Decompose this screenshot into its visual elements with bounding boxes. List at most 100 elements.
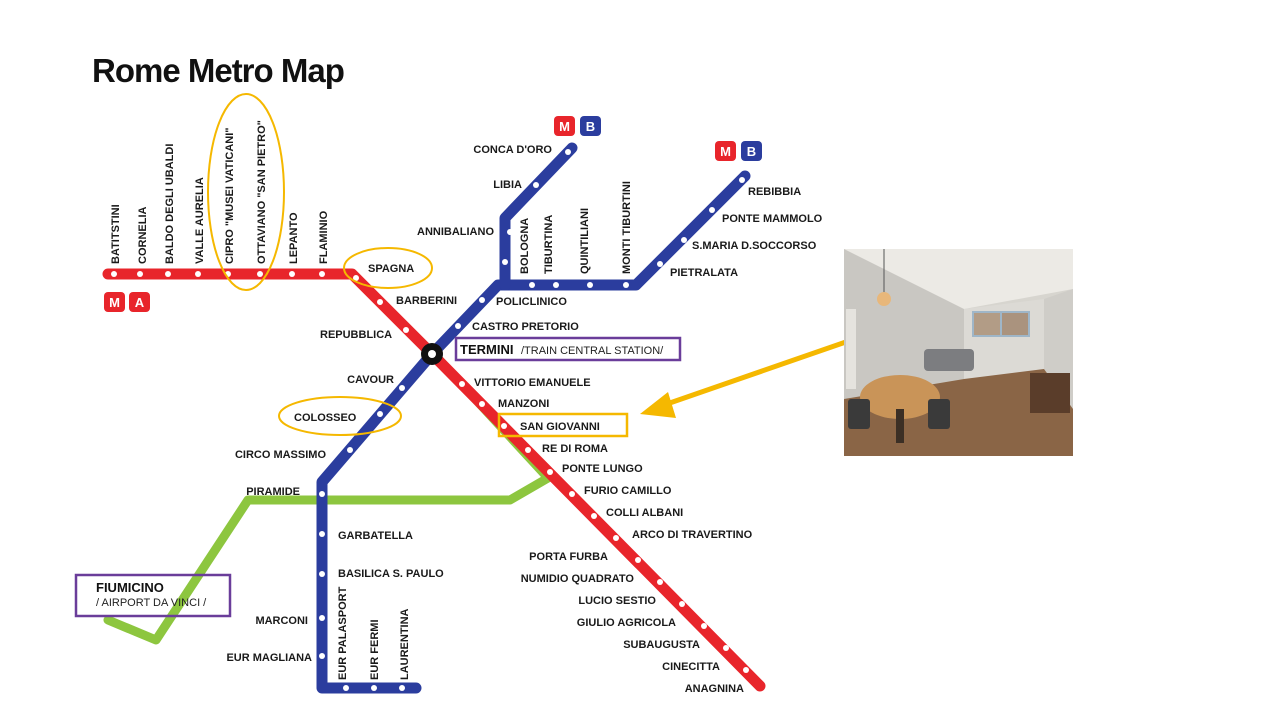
- station-label: QUINTILIANI: [579, 208, 591, 274]
- station-label: CAVOUR: [347, 374, 394, 386]
- line-a-vertical-labels: BATITSTINI CORNELIA BALDO DEGLI UBALDI V…: [110, 120, 330, 264]
- station-dot: [319, 491, 325, 497]
- line-b-branch-track: [499, 142, 578, 291]
- termini-interchange-inner: [428, 350, 436, 358]
- station-dot: [587, 282, 593, 288]
- station-label: POLICLINICO: [496, 296, 567, 308]
- station-dot: [111, 271, 117, 277]
- station-dot: [553, 282, 559, 288]
- station-label: LUCIO SESTIO: [578, 595, 656, 607]
- station-label: LIBIA: [493, 179, 522, 191]
- station-dot: [371, 685, 377, 691]
- station-label: CONCA D'ORO: [473, 144, 552, 156]
- station-label: ANAGNINA: [685, 683, 744, 695]
- station-dot: [623, 282, 629, 288]
- svg-text:M: M: [559, 119, 570, 134]
- station-label: NUMIDIO QUADRATO: [521, 573, 635, 585]
- station-dot: [377, 411, 383, 417]
- station-label: PONTE MAMMOLO: [722, 213, 823, 225]
- station-label: GIULIO AGRICOLA: [577, 617, 676, 629]
- station-dot: [319, 271, 325, 277]
- station-label: COLLI ALBANI: [606, 507, 683, 519]
- station-dot: [353, 275, 359, 281]
- station-dot: [195, 271, 201, 277]
- station-dot: [569, 491, 575, 497]
- station-label: CASTRO PRETORIO: [472, 321, 579, 333]
- station-dot: [479, 297, 485, 303]
- fiumicino-highlight-box: [74, 573, 232, 618]
- station-dot: [657, 261, 663, 267]
- line-a-labels: SPAGNA BARBERINI REPUBBLICA VITTORIO EMA…: [320, 263, 753, 695]
- station-dot: [591, 513, 597, 519]
- station-label: LEPANTO: [288, 212, 300, 264]
- station-dot: [257, 271, 263, 277]
- station-dot: [701, 623, 707, 629]
- svg-text:A: A: [135, 295, 145, 310]
- apartment-photo: [844, 249, 1073, 456]
- line-b-branch-badge: M B: [554, 116, 601, 136]
- station-label: PONTE LUNGO: [562, 463, 643, 475]
- svg-text:B: B: [747, 144, 756, 159]
- page-title: Rome Metro Map: [92, 52, 345, 89]
- termini-label: TERMINI: [460, 342, 513, 357]
- station-dot: [399, 685, 405, 691]
- station-label: SUBAUGUSTA: [623, 639, 700, 651]
- station-label: OTTAVIANO "SAN PIETRO": [256, 120, 268, 264]
- station-label: EUR FERMI: [369, 620, 381, 681]
- station-label: CIPRO "MUSEI VATICANI": [224, 127, 236, 264]
- station-label: RE DI ROMA: [542, 443, 608, 455]
- station-label: ANNIBALIANO: [417, 226, 494, 238]
- station-label: BASILICA S. PAULO: [338, 568, 444, 580]
- station-dot: [137, 271, 143, 277]
- station-dot: [507, 229, 513, 235]
- station-label: VALLE AURELIA: [194, 177, 206, 264]
- station-label: EUR MAGLIANA: [226, 652, 312, 664]
- station-label: PIRAMIDE: [246, 486, 300, 498]
- station-dot: [533, 182, 539, 188]
- station-label-san-giovanni: SAN GIOVANNI: [520, 421, 600, 433]
- station-label: PIETRALATA: [670, 267, 738, 279]
- station-label: FURIO CAMILLO: [584, 485, 672, 497]
- station-label: VITTORIO EMANUELE: [474, 377, 591, 389]
- line-b-dots: [319, 149, 745, 691]
- station-dot: [525, 447, 531, 453]
- svg-text:B: B: [586, 119, 595, 134]
- station-label: S.MARIA D.SOCCORSO: [692, 240, 817, 252]
- station-label: PORTA FURBA: [529, 551, 608, 563]
- station-dot: [723, 645, 729, 651]
- line-b-labels: CONCA D'ORO LIBIA ANNIBALIANO BOLOGNA TI…: [226, 144, 822, 680]
- highlight-colosseo: [278, 396, 402, 436]
- line-a-dots: [111, 271, 749, 673]
- station-label-colosseo: COLOSSEO: [294, 412, 357, 424]
- station-dot: [635, 557, 641, 563]
- station-label: MONTI TIBURTINI: [621, 181, 633, 274]
- station-label: BATITSTINI: [110, 204, 122, 264]
- station-label: TIBURTINA: [543, 215, 555, 274]
- station-label: CINECITTA: [662, 661, 720, 673]
- station-dot: [319, 531, 325, 537]
- station-dot: [529, 282, 535, 288]
- station-dot: [502, 259, 508, 265]
- station-label: MARCONI: [255, 615, 308, 627]
- station-label: FLAMINIO: [318, 210, 330, 264]
- highlight-spagna: [343, 247, 433, 289]
- line-b-badge: M B: [715, 141, 762, 161]
- station-dot: [455, 323, 461, 329]
- station-dot: [403, 327, 409, 333]
- highlight-san-giovanni: [497, 412, 629, 438]
- station-dot: [479, 401, 485, 407]
- station-label: REPUBBLICA: [320, 329, 392, 341]
- station-label: LAURENTINA: [399, 608, 411, 680]
- station-dot: [319, 571, 325, 577]
- termini-subtitle: /TRAIN CENTRAL STATION/: [521, 345, 664, 357]
- station-dot: [565, 149, 571, 155]
- station-label: BALDO DEGLI UBALDI: [164, 144, 176, 264]
- station-dot: [681, 237, 687, 243]
- station-dot: [343, 685, 349, 691]
- station-label: GARBATELLA: [338, 530, 413, 542]
- arrow-to-san-giovanni: [640, 332, 869, 418]
- station-label: BARBERINI: [396, 295, 457, 307]
- station-label: ARCO DI TRAVERTINO: [632, 529, 753, 541]
- station-dot: [165, 271, 171, 277]
